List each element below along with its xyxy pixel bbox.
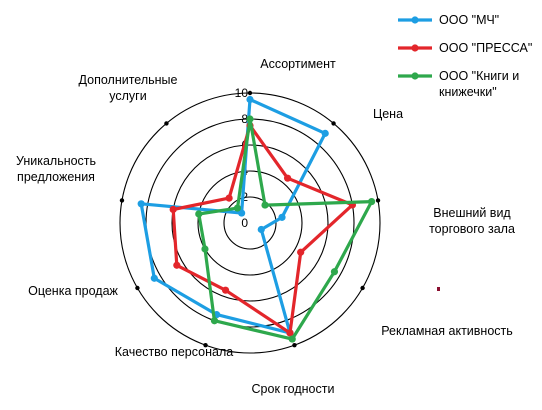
data-point (297, 248, 305, 256)
axis-end-mark (360, 285, 365, 291)
data-point (169, 205, 177, 214)
data-point (150, 274, 158, 282)
data-point (288, 335, 296, 343)
axis-end-mark (119, 198, 125, 203)
grid-circle (223, 196, 277, 250)
series-line (139, 97, 327, 335)
data-point (286, 329, 294, 337)
category-label: Срок годности (252, 382, 335, 396)
axis-end-mark (375, 198, 381, 203)
axis-end-mark (135, 285, 140, 291)
category-label: Ассортимент (260, 57, 336, 71)
grid-circle (145, 118, 355, 328)
data-point (330, 268, 339, 276)
category-label: Рекламная активность (381, 324, 513, 338)
stray-mark (437, 287, 440, 291)
grid-circle (119, 92, 381, 354)
legend-swatch-marker (411, 16, 419, 24)
data-point (246, 115, 254, 123)
data-point (278, 213, 286, 221)
series-layer (137, 95, 376, 343)
axis-end-mark (292, 342, 297, 348)
data-point (284, 174, 292, 182)
data-point (210, 317, 219, 325)
data-point (221, 286, 230, 294)
data-point (137, 200, 145, 208)
axis-end-mark (331, 121, 336, 126)
category-label: Оценка продаж (28, 284, 118, 298)
data-point (173, 261, 181, 269)
radial-tick-label: 0 (241, 216, 248, 230)
series-line (197, 117, 374, 341)
data-point (233, 204, 242, 212)
radial-tick-label: 2 (241, 190, 248, 204)
data-point (321, 129, 329, 137)
axis-end-mark (164, 121, 169, 126)
data-point (368, 197, 376, 206)
data-point (261, 201, 269, 209)
data-point (225, 194, 233, 202)
data-point (201, 245, 209, 253)
category-label: Цена (373, 107, 403, 121)
category-label: Качество персонала (115, 345, 233, 359)
axis-end-mark (203, 342, 208, 348)
data-point (257, 225, 265, 234)
axis-end-mark (247, 90, 253, 96)
grid-circle (171, 144, 329, 302)
radial-tick-label: 8 (241, 112, 248, 126)
data-point (238, 209, 246, 217)
legend-label: ООО "МЧ" (439, 13, 499, 27)
data-point (246, 95, 254, 104)
radial-tick-label: 10 (235, 86, 249, 100)
data-point (195, 210, 203, 218)
legend-swatch-marker (411, 72, 419, 80)
grid-circle (197, 170, 303, 276)
legend-label: ООО "ПРЕССА" (439, 41, 532, 55)
legend-swatch-marker (411, 44, 419, 52)
series-line (171, 123, 354, 335)
